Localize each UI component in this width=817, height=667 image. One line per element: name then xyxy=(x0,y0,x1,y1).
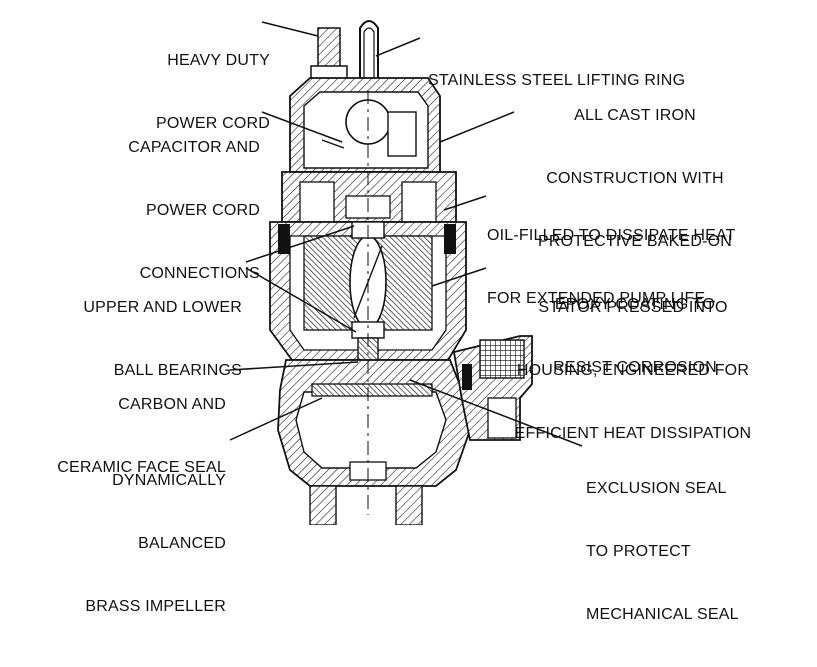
leader-bearings-lower xyxy=(245,267,357,333)
callout-line: HEAVY DUTY xyxy=(167,52,270,69)
callout-line: BALANCED xyxy=(138,535,226,552)
callout-line: DYNAMICALLY xyxy=(112,472,226,489)
callout-line: CONSTRUCTION WITH xyxy=(546,170,724,187)
callout-line: FOR EXTENDED PUMP LIFE xyxy=(487,290,706,307)
leader-impeller xyxy=(229,397,323,441)
callout-line: CAPACITOR AND xyxy=(128,139,260,156)
leader-cast-iron xyxy=(439,111,515,143)
callout-line: OIL-FILLED TO DISSIPATE HEAT xyxy=(487,227,736,244)
leader-exclusion-seal xyxy=(409,379,583,447)
callout-seal: CARBON AND CERAMIC FACE SEAL xyxy=(40,352,226,520)
pump-drawing xyxy=(229,20,583,525)
leader-oil-filled xyxy=(443,195,487,211)
leader-capacitor xyxy=(261,111,343,143)
callout-lifting-ring: STAINLESS STEEL LIFTING RING xyxy=(428,28,685,133)
leader-bearings-upper xyxy=(245,225,355,263)
callout-bearings: UPPER AND LOWER BALL BEARINGS xyxy=(20,255,242,423)
callout-exclusion-seal: EXCLUSION SEAL TO PROTECT MECHANICAL SEA… xyxy=(586,436,739,667)
callout-line: UPPER AND LOWER xyxy=(83,299,242,316)
callout-oil-filled: OIL-FILLED TO DISSIPATE HEAT FOR EXTENDE… xyxy=(487,183,736,351)
callout-line: MECHANICAL SEAL xyxy=(586,606,739,623)
callout-line: HOUSING, ENGINEERED FOR xyxy=(516,362,750,379)
callout-line: CONNECTIONS xyxy=(139,265,260,282)
callout-line: CERAMIC FACE SEAL xyxy=(57,459,226,476)
callout-impeller: DYNAMICALLY BALANCED BRASS IMPELLER xyxy=(40,428,226,659)
callout-line: STATOR PRESSED INTO xyxy=(538,299,728,316)
callout-line: TO PROTECT xyxy=(586,543,691,560)
callout-capacitor: CAPACITOR AND POWER CORD CONNECTIONS xyxy=(80,95,260,326)
leader-seal xyxy=(229,361,359,371)
callout-line: EFFICIENT HEAT DISSIPATION xyxy=(514,425,752,442)
callout-line: PROTECTIVE BAKED-ON xyxy=(537,233,733,250)
leader-stator xyxy=(431,267,487,287)
middle-flange xyxy=(281,171,457,223)
lifting-ring-part xyxy=(359,20,379,100)
callout-line: POWER CORD xyxy=(146,202,260,219)
callout-line: CARBON AND xyxy=(118,396,226,413)
callout-power-cord: HEAVY DUTY POWER CORD xyxy=(130,8,270,176)
callout-line: BALL BEARINGS xyxy=(113,362,242,379)
callout-line: BRASS IMPELLER xyxy=(85,598,226,615)
leader-lines xyxy=(229,21,583,447)
leader-power-cord xyxy=(261,21,319,37)
callout-cast-iron: ALL CAST IRON CONSTRUCTION WITH PROTECTI… xyxy=(500,63,770,420)
callout-line: EXCLUSION SEAL xyxy=(586,480,727,497)
callout-line: EPOXY COATING TO xyxy=(554,296,716,313)
callout-line: STAINLESS STEEL LIFTING RING xyxy=(428,72,686,89)
callout-line: POWER CORD xyxy=(156,115,270,132)
callout-stator: STATOR PRESSED INTO HOUSING, ENGINEERED … xyxy=(480,255,786,486)
lower-volute xyxy=(277,359,471,525)
discharge-outlet xyxy=(452,335,533,441)
callout-line: ALL CAST IRON xyxy=(574,107,696,124)
leader-lifting-ring xyxy=(375,37,421,57)
pump-cutaway-diagram: HEAVY DUTY POWER CORD STAINLESS STEEL LI… xyxy=(20,8,786,623)
callout-line: RESIST CORROSION xyxy=(553,359,717,376)
